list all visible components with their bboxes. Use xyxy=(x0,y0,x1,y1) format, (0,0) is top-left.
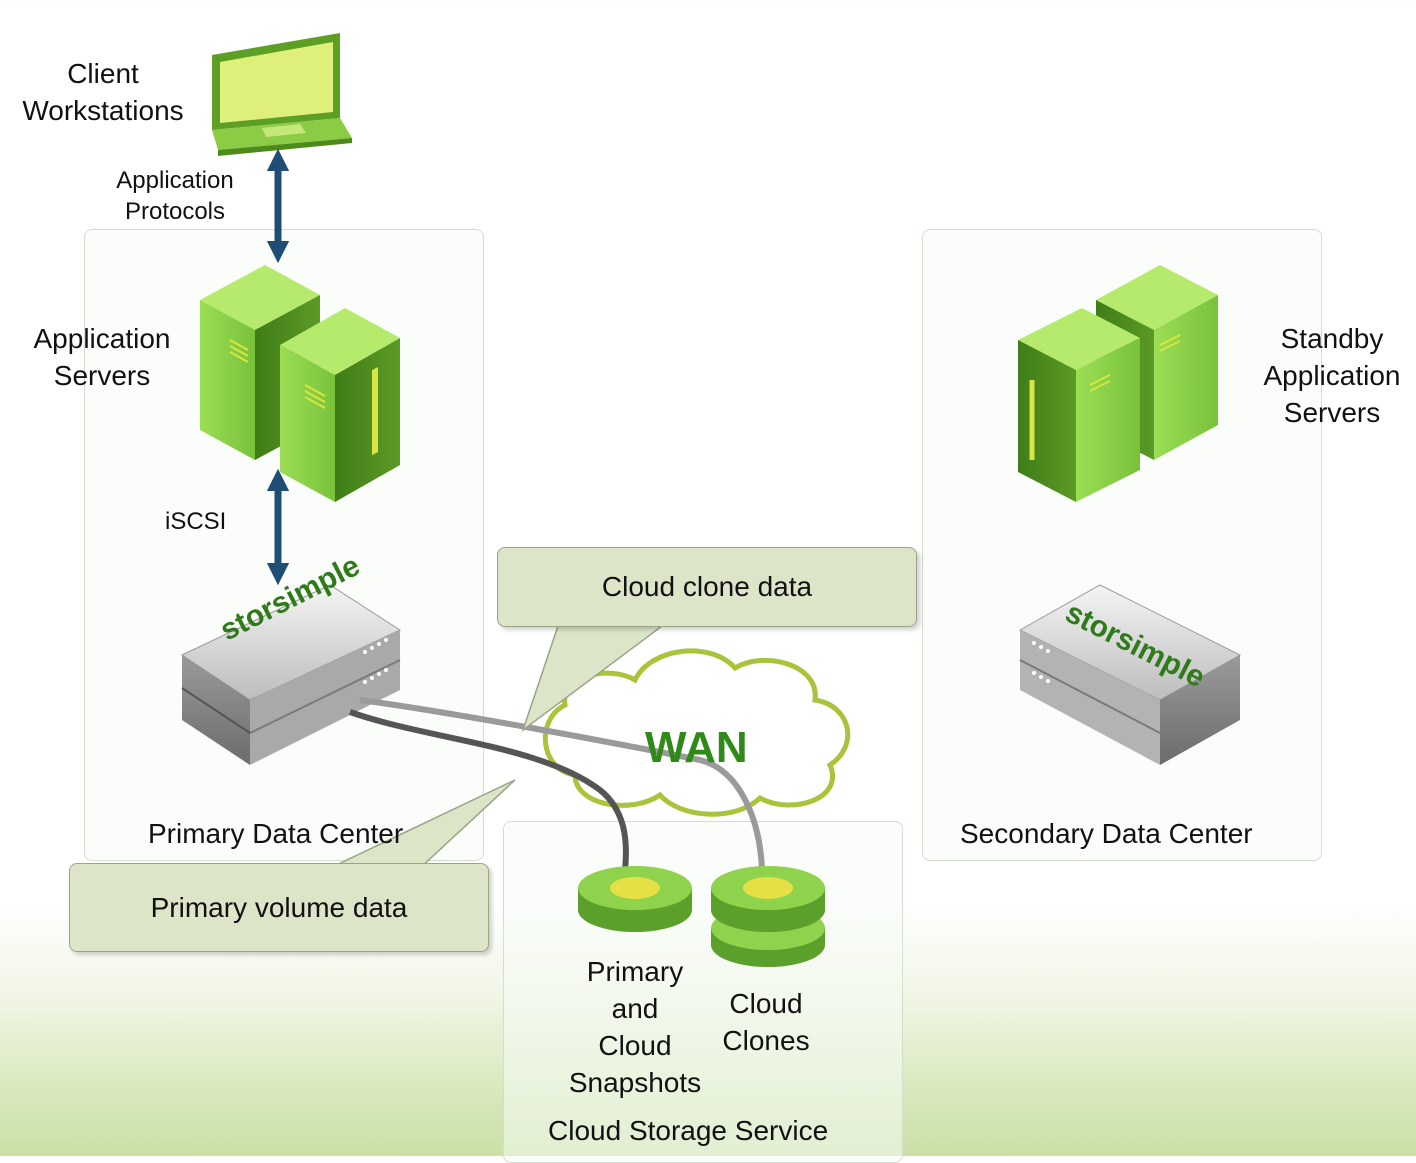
primary-volume-data-callout: Primary volume data xyxy=(69,863,489,952)
primary-data-center-label: Primary Data Center xyxy=(148,818,404,849)
application-servers-line-1: Application xyxy=(33,323,171,354)
primary-volume-cable xyxy=(349,709,629,871)
standby-servers-icon xyxy=(1018,265,1218,502)
cloud-clones-label: Cloud Clones xyxy=(705,985,827,1059)
application-protocols-line-2: Protocols xyxy=(124,198,226,225)
laptop-icon xyxy=(212,33,352,156)
cloud-clone-data-callout: Cloud clone data xyxy=(497,547,917,627)
standby-line-3: Servers xyxy=(1283,397,1381,428)
snapshots-line-2: and xyxy=(611,993,659,1024)
cloud-clones-line-2: Clones xyxy=(722,1025,810,1056)
snapshots-line-3: Cloud xyxy=(598,1030,672,1061)
primary-snapshots-disk-icon xyxy=(578,866,692,932)
application-servers-label: Application Servers xyxy=(16,320,188,394)
client-workstations-label: Client Workstations xyxy=(8,55,198,129)
snapshots-line-4: Snapshots xyxy=(568,1067,702,1098)
standby-line-2: Application xyxy=(1263,360,1401,391)
cloud-storage-service-label: Cloud Storage Service xyxy=(548,1115,829,1146)
snapshots-line-1: Primary xyxy=(586,956,684,987)
cloud-clones-disk-icon xyxy=(711,866,825,967)
application-protocols-label: Application Protocols xyxy=(95,165,255,227)
application-servers-icon xyxy=(200,265,400,502)
standby-application-servers-label: Standby Application Servers xyxy=(1248,320,1416,431)
storsimple-appliance-primary xyxy=(180,584,402,765)
application-servers-line-2: Servers xyxy=(53,360,151,391)
secondary-data-center-label: Secondary Data Center xyxy=(960,818,1253,849)
storsimple-appliance-secondary xyxy=(1018,584,1242,765)
application-protocols-line-1: Application xyxy=(116,167,234,194)
standby-line-1: Standby xyxy=(1280,323,1384,354)
client-workstations-line-1: Client xyxy=(67,58,139,89)
cloud-clone-cable xyxy=(359,697,765,871)
iscsi-label: iSCSI xyxy=(165,508,227,535)
wan-cloud-icon xyxy=(542,648,851,817)
cloud-clones-line-1: Cloud xyxy=(729,988,803,1019)
wan-label: WAN xyxy=(645,723,748,772)
primary-cloud-snapshots-label: Primary and Cloud Snapshots xyxy=(545,953,725,1101)
client-workstations-line-2: Workstations xyxy=(22,95,184,126)
